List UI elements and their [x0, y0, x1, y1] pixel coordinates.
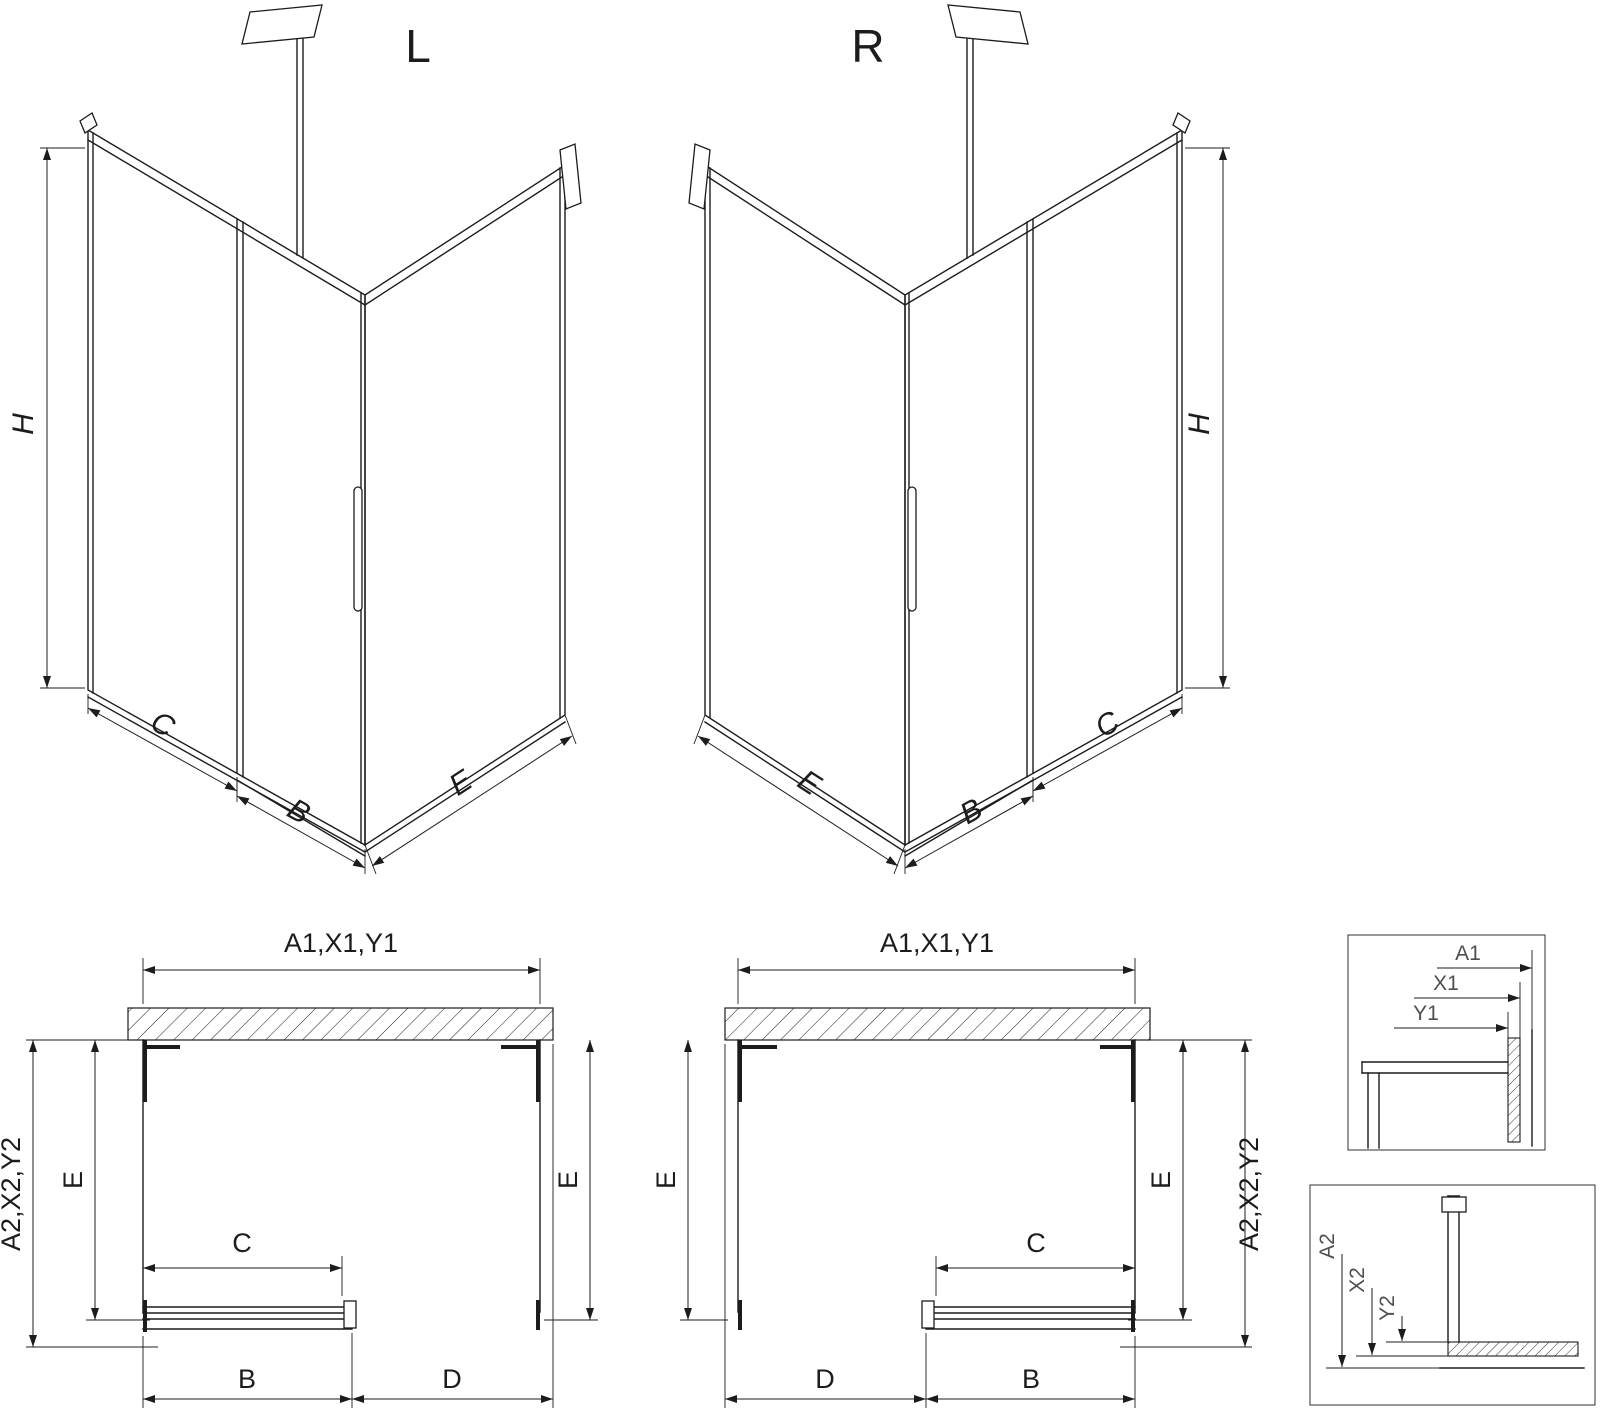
dim-label-e: E [443, 763, 479, 802]
iso-right-dimensions [693, 147, 1230, 875]
dim-label-a2: A2 [1316, 1233, 1339, 1259]
plan-right: A1,X1,Y1 E C D B E A2,X2,Y2 [651, 928, 1264, 1408]
dim-label-b: B [282, 792, 316, 831]
iso-right: R H C B E [688, 4, 1230, 875]
plan-right-structure [724, 1007, 1151, 1332]
door-handle [353, 486, 363, 612]
dim-label-b: B [955, 792, 989, 831]
dim-label-e-right: E [553, 1171, 583, 1189]
dim-label-a2x2y2: A2,X2,Y2 [0, 1137, 26, 1251]
dim-label-a1x1y1: A1,X1,Y1 [880, 928, 994, 958]
detail-top-structure [1361, 1029, 1533, 1149]
dim-label-x2: X2 [1346, 1267, 1369, 1293]
detail-top: A1 X1 Y1 [1347, 934, 1546, 1151]
detail-border [1347, 934, 1546, 1151]
variant-label-left: L [405, 20, 431, 72]
dim-label-a1x1y1: A1,X1,Y1 [284, 928, 398, 958]
dim-label-h: H [1183, 413, 1216, 435]
dim-label-e: E [792, 764, 828, 803]
door-handle [907, 486, 917, 612]
detail-bottom-dimensions [1326, 1254, 1448, 1369]
dim-label-e-right: E [1146, 1171, 1176, 1189]
wall-flange-left [79, 112, 98, 134]
dim-label-e-left: E [58, 1171, 88, 1189]
wall-profile-hatch [1507, 1037, 1521, 1143]
wall-hatch [724, 1007, 1151, 1041]
dim-label-d: D [442, 1364, 462, 1394]
bracket-section [1441, 1196, 1467, 1213]
detail-bottom: A2 X2 Y2 [1309, 1184, 1596, 1406]
iso-left-dimensions [40, 147, 577, 875]
dim-label-c: C [232, 1228, 252, 1258]
detail-top-dimensions [1394, 950, 1533, 1038]
dim-label-d: D [815, 1364, 835, 1394]
wall-hatch [127, 1007, 554, 1041]
plan-left-structure [127, 1007, 554, 1332]
iso-left: L H C B E [7, 4, 582, 875]
dim-label-b: B [238, 1364, 256, 1394]
wall-flange-right [559, 143, 582, 210]
dim-label-x1: X1 [1433, 972, 1459, 995]
dim-label-y1: Y1 [1413, 1002, 1439, 1025]
dim-label-e-left: E [651, 1171, 681, 1189]
dim-label-h: H [7, 413, 40, 435]
dim-label-b: B [1022, 1364, 1040, 1394]
wall-profile-hatch [1447, 1341, 1579, 1357]
detail-border [1309, 1184, 1596, 1406]
detail-bottom-structure [1439, 1195, 1585, 1369]
plan-right-dimensions [680, 958, 1252, 1408]
ceiling-bracket [947, 4, 1029, 45]
variant-label-right: R [851, 20, 884, 72]
door-end-cap [921, 1300, 935, 1329]
dim-label-c: C [1026, 1228, 1046, 1258]
dim-label-a2x2y2: A2,X2,Y2 [1234, 1137, 1264, 1251]
wall-flange-left [688, 143, 711, 210]
dim-label-y2: Y2 [1376, 1295, 1399, 1321]
door-end-cap [343, 1300, 357, 1329]
plan-left-dimensions [26, 958, 598, 1408]
ceiling-bracket [241, 4, 323, 45]
plan-left: A1,X1,Y1 A2,X2,Y2 E C B D E [0, 928, 598, 1408]
dim-label-a1: A1 [1455, 942, 1481, 965]
wall-flange-right [1172, 112, 1191, 134]
